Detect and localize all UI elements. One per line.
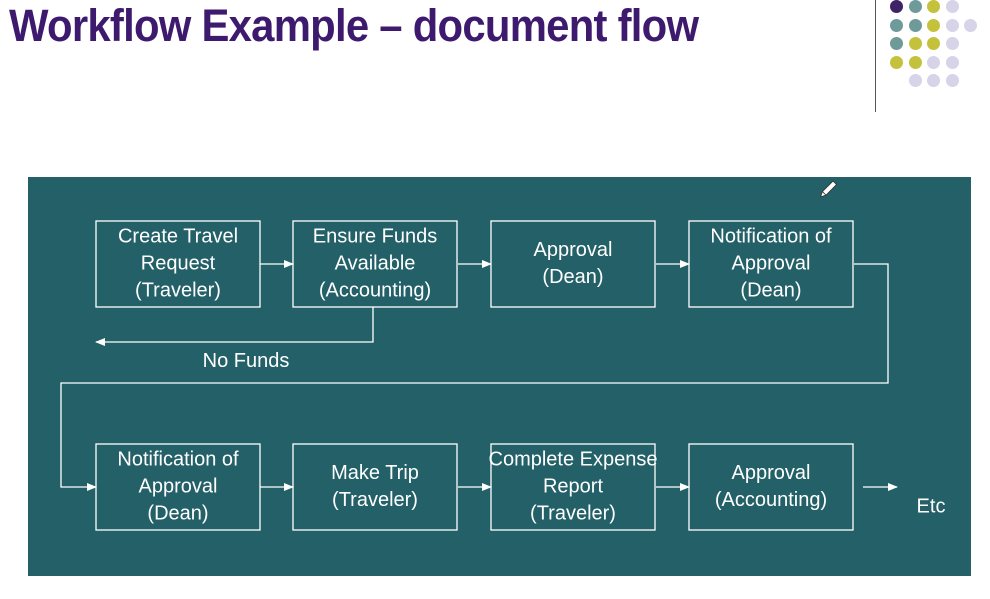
arrow-row-wrap [60,263,889,491]
decorative-dot [927,0,940,13]
decorative-dot [890,0,903,13]
step-text-line: Approval [732,252,811,274]
decorative-dot [890,55,903,69]
decorative-dot [890,37,903,50]
decorative-dot [927,37,940,50]
step-text-line: Notification of [117,448,239,470]
step-make-trip: Make Trip (Traveler) [292,443,458,531]
decorative-dot [945,0,959,13]
step-box [292,443,458,531]
step-text-line: (Traveler) [332,489,418,511]
step-text-line: Approval [139,475,218,497]
step-text-line: (Dean) [542,266,603,288]
step-text-line: (Traveler) [530,502,616,524]
step-notification-of-approval-2: Notification of Approval (Dean) [95,443,261,531]
step-box [490,443,656,531]
decorative-dot [908,0,922,13]
step-text-line: (Dean) [740,279,801,301]
vertical-rule [875,0,876,112]
decorative-dot [945,55,959,69]
step-text-line: (Dean) [147,502,208,524]
decorative-dot [908,18,922,32]
panel-background [28,177,971,576]
decorative-dot [927,74,940,87]
decorative-dot [945,37,959,50]
slide-title: Workflow Example – document flow [9,0,699,51]
decorative-dot [927,55,940,69]
step-text-line: Make Trip [331,462,419,484]
decorative-dot [927,18,940,32]
decorative-dot [908,37,922,50]
step-text-line: Ensure Funds [313,225,438,247]
step-box [292,220,458,308]
step-text-line: Create Travel [118,225,238,247]
step-box [688,443,854,531]
pencil-icon [819,180,838,198]
decorative-dot [908,55,922,69]
step-text-line: (Accounting) [715,489,827,511]
step-box [95,220,261,308]
decorative-dot [908,74,922,87]
step-box [95,443,261,531]
step-text-line: Report [543,475,603,497]
step-text-line: Approval [732,462,811,484]
step-approval-dean: Approval (Dean) [490,220,656,308]
step-text-line: (Accounting) [319,279,431,301]
no-funds-label: No Funds [203,350,290,372]
etc-label: Etc [917,495,946,517]
decorative-dot [890,18,903,32]
decorative-dot [945,18,959,32]
decorative-dot [945,74,959,87]
step-text-line: Request [141,252,216,274]
step-box [688,220,854,308]
step-text-line: (Traveler) [135,279,221,301]
step-notification-of-approval: Notification of Approval (Dean) [688,220,854,308]
step-text-line: Complete Expense [489,448,658,470]
arrow-no-funds [95,307,374,346]
step-box [490,220,656,308]
step-text-line: Notification of [710,225,832,247]
step-text-line: Available [335,252,416,274]
step-text-line: Approval [534,239,613,261]
decorative-dot [964,18,977,32]
step-approval-accounting: Approval (Accounting) [688,443,854,531]
